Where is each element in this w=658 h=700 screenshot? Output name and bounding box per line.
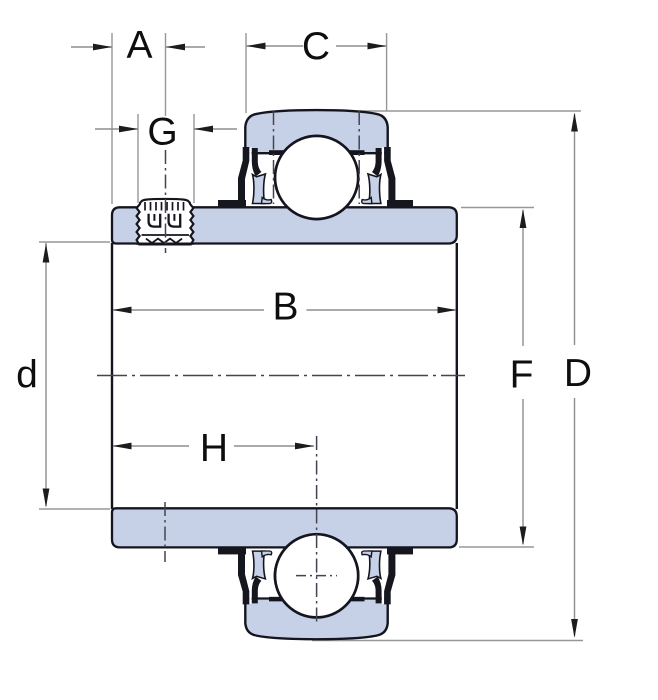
- svg-text:B: B: [272, 286, 298, 329]
- svg-text:A: A: [126, 24, 152, 67]
- svg-text:d: d: [16, 354, 38, 397]
- svg-text:D: D: [564, 352, 592, 395]
- svg-text:G: G: [147, 111, 177, 154]
- svg-text:F: F: [510, 354, 534, 397]
- svg-text:H: H: [200, 427, 228, 470]
- svg-text:C: C: [302, 25, 330, 68]
